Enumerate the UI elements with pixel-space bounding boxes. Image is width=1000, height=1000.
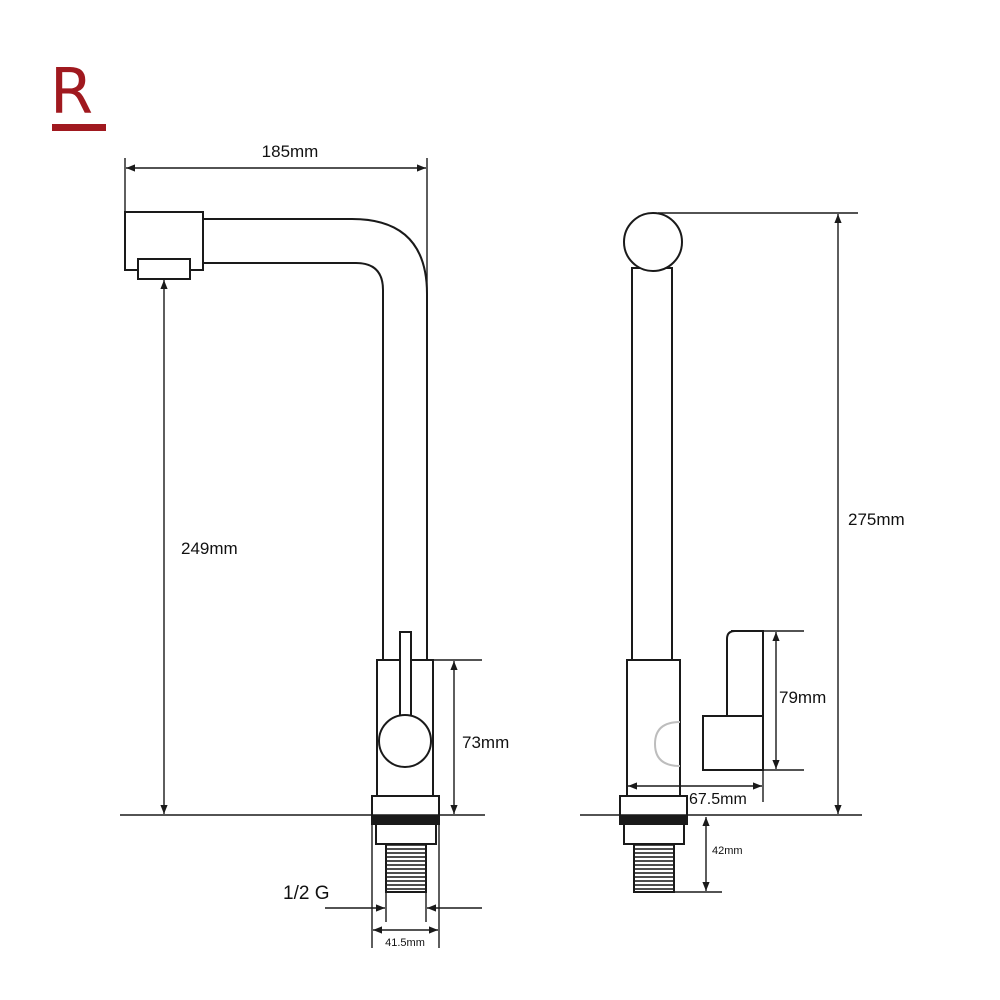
label-body-height: 73mm	[462, 733, 509, 752]
dimension-labels: 185mm 249mm 73mm 1/2 G 41.5mm 275mm 79mm…	[181, 142, 905, 949]
aerator	[137, 258, 191, 280]
label-spout-height: 249mm	[181, 539, 238, 558]
side-spout-head	[623, 212, 683, 272]
side-body	[626, 659, 681, 797]
label-base-width: 41.5mm	[385, 937, 425, 949]
label-shank-length: 42mm	[712, 845, 743, 857]
spout-tube	[203, 218, 428, 660]
washer	[371, 815, 440, 825]
base-nut	[371, 795, 440, 817]
label-handle-height: 79mm	[779, 688, 826, 707]
side-view	[619, 212, 764, 893]
side-handle-lever	[726, 630, 764, 717]
handle-lever	[399, 631, 412, 719]
side-handle-block	[702, 715, 764, 771]
brand-logo: R	[50, 55, 106, 131]
label-handle-depth: 67.5mm	[689, 791, 747, 808]
side-handle-ghost	[653, 721, 681, 767]
side-tube	[631, 267, 673, 661]
handle-knob	[378, 714, 432, 768]
side-base-nut	[619, 795, 688, 817]
label-spout-reach: 185mm	[262, 142, 319, 161]
front-view	[124, 211, 440, 893]
side-lock-nut	[623, 823, 685, 845]
dimension-lines	[124, 158, 858, 948]
logo-letter: R	[50, 55, 93, 128]
side-washer	[619, 815, 688, 825]
logo-underline	[52, 124, 106, 131]
side-threaded-shank	[633, 843, 675, 893]
threaded-shank	[385, 843, 427, 893]
lock-nut	[375, 823, 437, 845]
label-thread-size: 1/2 G	[283, 883, 329, 904]
label-total-height: 275mm	[848, 510, 905, 529]
